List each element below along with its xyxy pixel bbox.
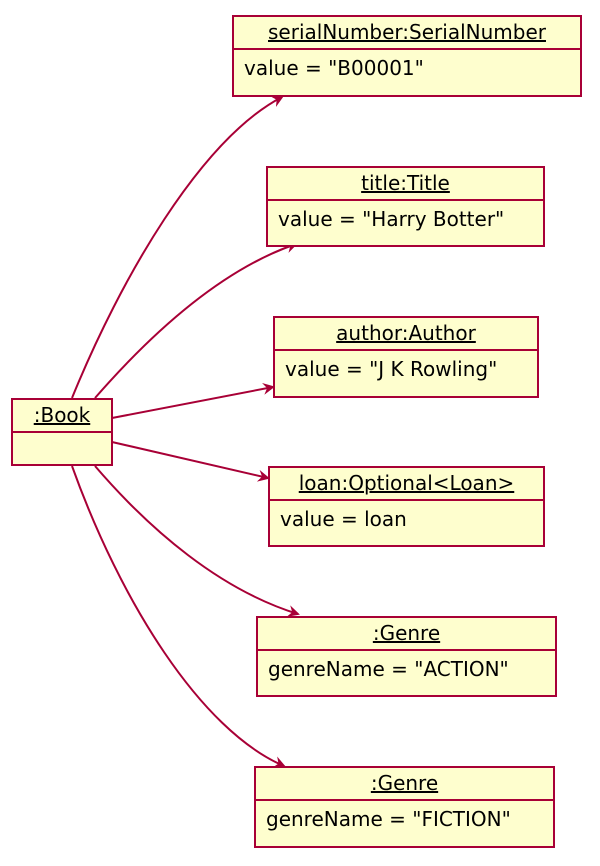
title-object-attribute: value = "Harry Botter": [278, 207, 505, 231]
loan-object-name: loan:Optional<Loan>: [270, 468, 543, 501]
serial-number-object-attribute: value = "B00001": [244, 56, 424, 80]
book-object-name: :Book: [13, 400, 111, 433]
link-book-genre1: [94, 465, 300, 617]
link-book-genre2: [71, 465, 286, 768]
link-book-author: [111, 382, 275, 419]
title-object: title:Title value = "Harry Botter": [266, 166, 545, 247]
genre-fiction-object: :Genre genreName = "FICTION": [254, 766, 555, 848]
serial-number-object: serialNumber:SerialNumber value = "B0000…: [232, 15, 582, 97]
title-object-name: title:Title: [268, 168, 543, 201]
link-book-loan: [111, 441, 270, 482]
genre-action-object-name: :Genre: [258, 618, 555, 651]
genre-action-object: :Genre genreName = "ACTION": [256, 616, 557, 697]
serial-number-object-name: serialNumber:SerialNumber: [234, 17, 580, 50]
genre-fiction-object-attribute: genreName = "FICTION": [266, 807, 511, 831]
genre-action-object-attribute: genreName = "ACTION": [268, 657, 509, 681]
book-object: :Book: [11, 398, 113, 466]
loan-object-attribute: value = loan: [280, 507, 407, 531]
link-book-title: [94, 241, 298, 399]
loan-object: loan:Optional<Loan> value = loan: [268, 466, 545, 547]
author-object: author:Author value = "J K Rowling": [273, 316, 539, 398]
genre-fiction-object-name: :Genre: [256, 768, 553, 801]
author-object-attribute: value = "J K Rowling": [285, 357, 498, 381]
link-book-serial: [71, 96, 284, 399]
author-object-name: author:Author: [275, 318, 537, 351]
